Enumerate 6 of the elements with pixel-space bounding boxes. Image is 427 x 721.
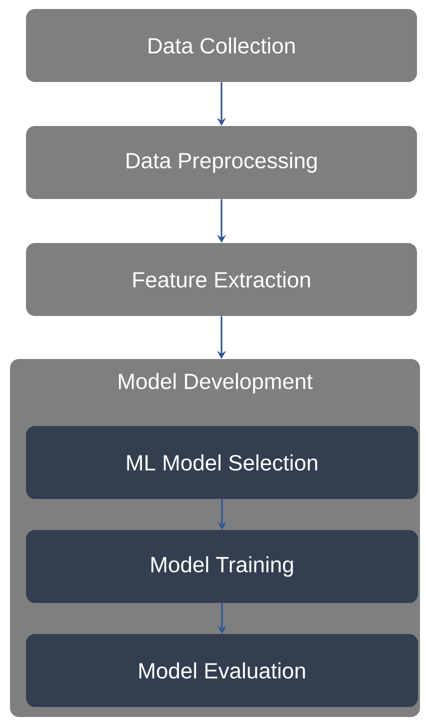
process-box: Data Preprocessing <box>26 126 417 199</box>
process-box: ML Model Selection <box>26 426 418 499</box>
process-box: Feature Extraction <box>26 243 417 316</box>
process-box: Model Training <box>26 530 418 603</box>
process-box: Model Evaluation <box>26 634 418 707</box>
process-box: Data Collection <box>26 9 417 82</box>
